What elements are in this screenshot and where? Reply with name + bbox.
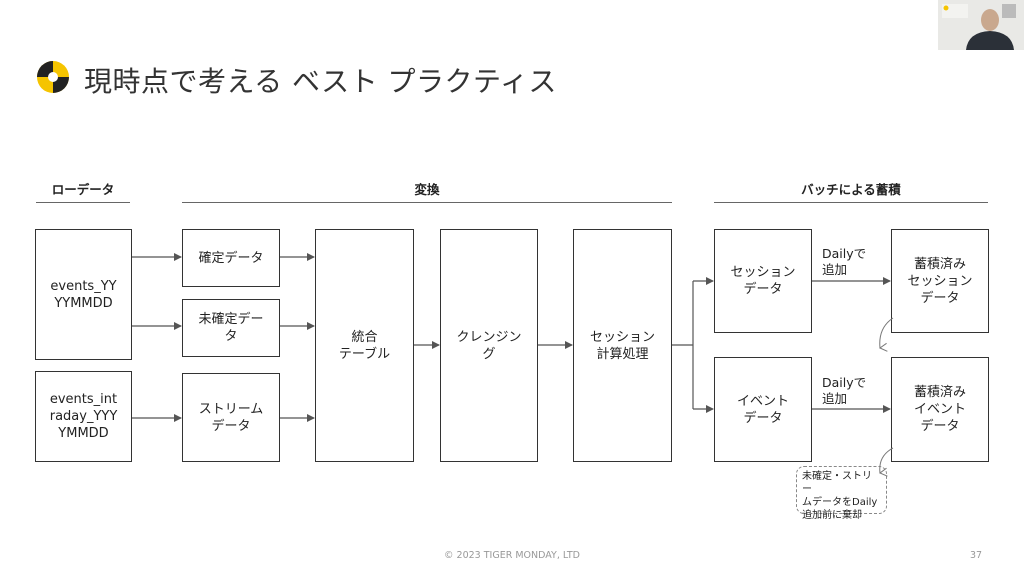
box-accumulated-session-data: 蓄積済み セッション データ [891,229,989,333]
label-daily-add-session: Dailyで 追加 [822,246,867,277]
footer-copyright: © 2023 TIGER MONDAY, LTD [444,550,580,561]
page-number: 37 [970,550,983,561]
section-rule-raw [36,202,130,203]
box-unified-table: 統合 テーブル [315,229,414,462]
presenter-video-thumbnail[interactable] [938,0,1024,50]
box-session-calc: セッション 計算処理 [573,229,672,462]
box-events-intraday-table: events_int raday_YYY YMMDD [35,371,132,462]
section-header-batch: バッチによる蓄積 [801,182,901,197]
company-logo-icon [37,61,69,93]
section-header-raw-data: ローデータ [51,182,115,197]
label-daily-add-event: Dailyで 追加 [822,375,867,406]
section-header-transform: 変換 [414,182,440,197]
box-stream-data: ストリーム データ [182,373,280,462]
curve-arrow-session-loop [878,317,894,352]
box-session-data: セッション データ [714,229,812,333]
box-accumulated-event-data: 蓄積済み イベント データ [891,357,989,462]
box-cleansing: クレンジン グ [440,229,538,462]
box-event-data: イベント データ [714,357,812,462]
note-discard-unconfirmed: 未確定・ストリー ムデータをDaily 追加前に棄却 [796,466,887,521]
curve-arrow-event-loop [878,447,894,477]
section-rule-batch [714,202,988,203]
box-unconfirmed-data: 未確定デー タ [182,299,280,357]
presenter-avatar-icon [938,0,1024,50]
section-rule-transform [182,202,672,203]
box-confirmed-data: 確定データ [182,229,280,287]
slide-title: 現時点で考える ベスト プラクティス [84,65,557,98]
box-events-table: events_YY YYMMDD [35,229,132,360]
